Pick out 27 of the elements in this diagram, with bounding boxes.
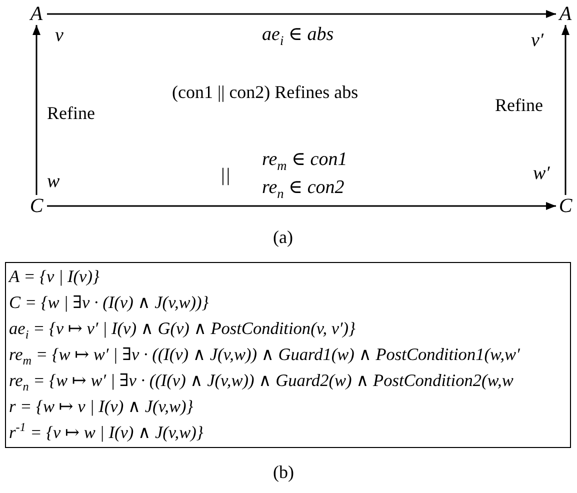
membership-label: re$_{m}$ ∈ con1 bbox=[262, 150, 348, 170]
arrow bbox=[32, 25, 40, 195]
arrow bbox=[562, 25, 570, 195]
math-symbol: C bbox=[28, 196, 45, 216]
formula-panel bbox=[5, 262, 571, 448]
panel-caption: (b) bbox=[273, 462, 294, 482]
variable-label: w bbox=[47, 172, 60, 192]
variable-label: v bbox=[55, 26, 64, 46]
formula: ae$_{i}$ = {v ↦ v′ | I(v) ∧ G(v) ∧ PostCondition(v, v′)} bbox=[9, 318, 356, 342]
formula: re$_{n}$ = {w ↦ w′ | ∃v · ((I(v) ∧ J(v,w)) ∧ Guard2(w) ∧ PostCondition2(w,w bbox=[9, 370, 514, 394]
math-symbol: A bbox=[557, 4, 574, 24]
arrow bbox=[47, 202, 556, 210]
formula: r = {w ↦ v | I(v) ∧ J(v,w)} bbox=[9, 396, 194, 418]
math-symbol: A bbox=[28, 4, 45, 24]
formula: r$^{-1}$ = {v ↦ w | I(v) ∧ J(v,w)} bbox=[9, 420, 204, 444]
arrow bbox=[47, 10, 556, 18]
formula: A = {v | I(v)} bbox=[9, 266, 100, 288]
parallel-symbol: || bbox=[220, 166, 230, 186]
variable-label: v′ bbox=[531, 31, 544, 51]
membership-label: re$_{n}$ ∈ con2 bbox=[262, 178, 344, 198]
formula: C = {w | ∃v · (I(v) ∧ J(v,w))} bbox=[9, 292, 210, 314]
edge-label: ae$_{i}$ ∈ abs bbox=[262, 25, 334, 45]
panel-caption: (a) bbox=[273, 227, 293, 247]
statement-text: (con1 || con2) Refines abs bbox=[172, 82, 358, 102]
formula: re$_{m}$ = {w ↦ w′ | ∃v · ((I(v) ∧ J(v,w)) ∧ Guard1(w) ∧ PostCondition1(w,w′ bbox=[9, 344, 521, 368]
variable-label: w′ bbox=[533, 164, 550, 184]
math-symbol: C bbox=[557, 196, 574, 216]
